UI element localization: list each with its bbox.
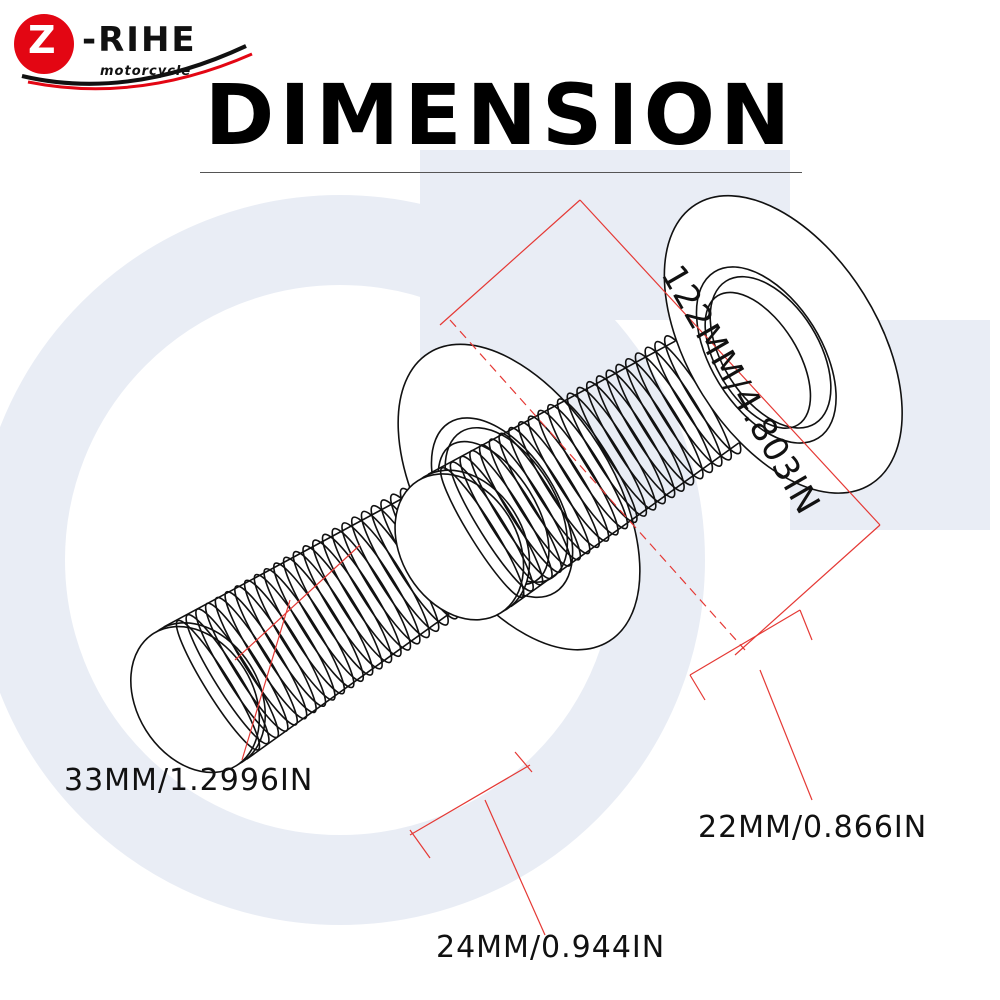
brand-logo: Z -RIHE motorcycle bbox=[8, 6, 258, 96]
grip-rib bbox=[644, 346, 723, 467]
grip-rib bbox=[282, 556, 365, 683]
grip-rib bbox=[585, 380, 667, 505]
page-title: DIMENSION bbox=[204, 66, 796, 164]
grip-rib bbox=[175, 619, 261, 751]
grip-rib bbox=[537, 409, 619, 536]
left-inner-diameter-line bbox=[409, 764, 531, 836]
grip-rib bbox=[234, 585, 317, 714]
grip-rib bbox=[517, 421, 600, 549]
grip-rib bbox=[341, 522, 421, 645]
grip-rib bbox=[566, 392, 648, 517]
grip-rib bbox=[350, 516, 431, 639]
grip-rib bbox=[488, 438, 572, 567]
grip-rib bbox=[224, 590, 308, 720]
grip-rib bbox=[469, 449, 553, 580]
right-inner-diameter-line bbox=[689, 609, 801, 676]
grip-rib bbox=[292, 550, 374, 676]
grip-rib bbox=[547, 403, 629, 530]
grip-rib bbox=[263, 567, 346, 695]
length-center-dashline bbox=[449, 319, 746, 651]
outer-diameter-label: 33MM/1.2996IN bbox=[64, 763, 314, 798]
grip-rib bbox=[449, 461, 534, 592]
logo-emblem-icon bbox=[14, 14, 253, 91]
title-divider bbox=[200, 172, 802, 173]
grip-rib bbox=[204, 602, 289, 733]
grip-rib bbox=[195, 608, 280, 739]
logo-tagline: motorcycle bbox=[100, 64, 192, 79]
grip-rib bbox=[498, 432, 582, 561]
grip-rib bbox=[508, 426, 591, 555]
grip-rib bbox=[253, 573, 336, 701]
right-inner-diameter-label: 22MM/0.866IN bbox=[698, 810, 928, 845]
grip-rib bbox=[459, 455, 544, 586]
grip-rib bbox=[214, 596, 299, 726]
grip-rib bbox=[576, 386, 657, 511]
grip-rib bbox=[615, 363, 695, 486]
right-grip bbox=[394, 194, 903, 621]
grip-rib bbox=[185, 613, 270, 745]
logo-letter: Z bbox=[28, 18, 56, 62]
grip-rib bbox=[439, 466, 525, 599]
grip-rib bbox=[527, 415, 610, 542]
outer-diameter-line bbox=[234, 544, 361, 661]
grip-rib bbox=[624, 357, 704, 480]
grip-rib bbox=[273, 562, 355, 689]
grip-rib bbox=[311, 539, 393, 664]
left-inner-diameter-label: 24MM/0.944IN bbox=[436, 930, 666, 965]
grip-rib bbox=[595, 375, 676, 499]
grip-rib bbox=[331, 527, 412, 651]
grip-rib bbox=[478, 444, 563, 574]
length-measure-line bbox=[579, 199, 881, 526]
grip-rib bbox=[321, 533, 402, 658]
grip-rib bbox=[556, 398, 638, 524]
grip-rib bbox=[605, 369, 685, 492]
grip-rib bbox=[634, 352, 714, 474]
grip-rib bbox=[302, 545, 383, 670]
logo-name: -RIHE bbox=[82, 20, 197, 60]
